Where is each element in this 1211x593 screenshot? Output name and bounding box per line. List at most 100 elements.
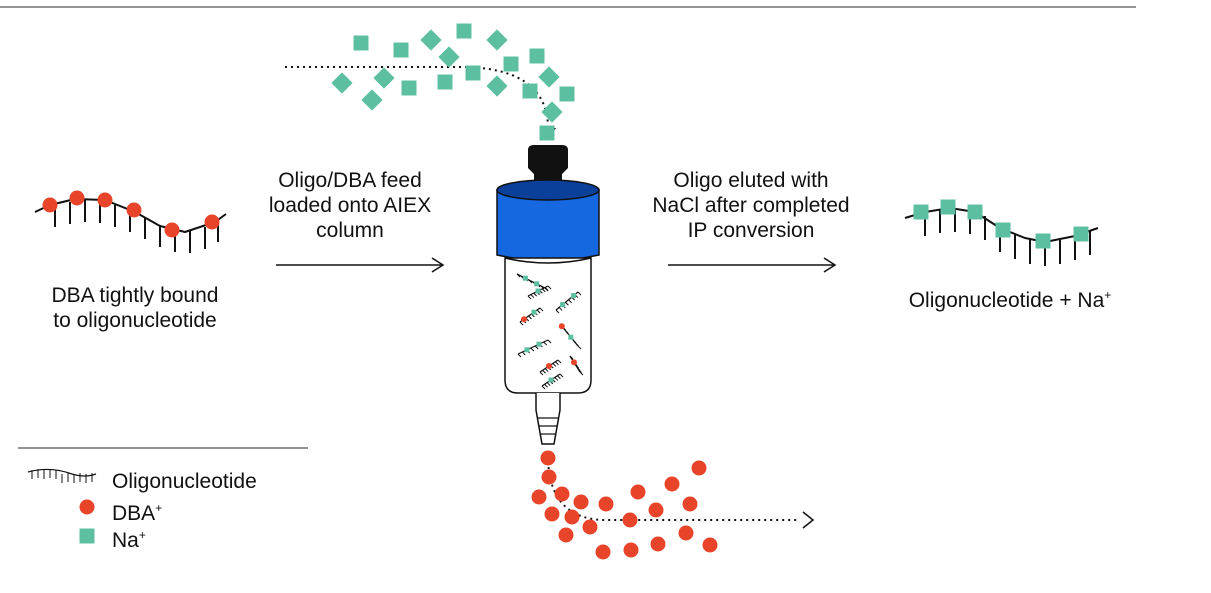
dba-circle-icon (79, 499, 95, 515)
step1-label: Oligo/DBA feed loaded onto AIEX column (250, 168, 450, 243)
mini-base (544, 383, 548, 388)
mini-base (539, 307, 544, 312)
mini-na (524, 347, 530, 353)
mini-base (575, 342, 579, 347)
mini-base (554, 377, 559, 381)
mini-base (575, 364, 580, 369)
na-ion (437, 74, 453, 90)
bound-dba (164, 222, 180, 238)
bound-dba (97, 192, 113, 208)
mini-base (547, 285, 552, 290)
dba-ion (678, 525, 694, 541)
dba-ion (554, 486, 570, 502)
dba-ion (702, 537, 718, 553)
bound-na (913, 204, 929, 220)
dba-ion (582, 519, 598, 535)
bound-na (967, 204, 983, 220)
step1-line2: loaded onto AIEX (268, 194, 432, 217)
dba-outflow-arrowhead (802, 511, 815, 529)
mini-base (557, 375, 561, 380)
bound-dba (42, 197, 58, 213)
dba-ion (664, 476, 680, 492)
dba-ion (622, 512, 638, 528)
mini-base (539, 371, 544, 376)
mini-na (531, 309, 537, 315)
mini-base (530, 294, 535, 298)
aiex-column (496, 145, 600, 445)
mini-dba (571, 359, 577, 366)
na-ion (559, 86, 575, 102)
mini-base (517, 353, 522, 358)
mini-base (555, 309, 560, 314)
mini-base (559, 373, 564, 378)
step2-line3: IP conversion (687, 219, 815, 242)
step1-arrow (276, 257, 445, 273)
mini-base (541, 288, 546, 293)
dba-ion (630, 484, 646, 500)
left-caption-line1: DBA tightly bound (51, 284, 219, 307)
column-body (504, 257, 592, 394)
mini-na (548, 377, 554, 383)
dba-ion (691, 460, 707, 476)
step2-line2: NaCl after completed (652, 194, 850, 217)
left-caption-line2: to oligonucleotide (53, 309, 217, 332)
legend-sup-dba: + (155, 501, 163, 515)
mini-dba (546, 363, 552, 369)
mini-base (572, 339, 577, 344)
dba-ion (558, 527, 574, 543)
na-ion (538, 66, 560, 88)
na-ion (503, 56, 519, 72)
mini-base (541, 385, 546, 390)
bound-dba (126, 202, 142, 218)
mini-base (530, 347, 535, 352)
mini-na (522, 275, 528, 281)
mini-base (552, 363, 557, 367)
step2-label: Oligo eluted with NaCl after completed I… (626, 168, 876, 243)
mini-base (557, 359, 562, 364)
legend-label-na: Na (112, 529, 139, 552)
dba-ion (682, 496, 698, 512)
na-square-icon (79, 528, 95, 544)
mini-base (536, 309, 541, 314)
oligo-dba-strand (34, 190, 227, 253)
na-ion (456, 23, 472, 39)
mini-na (535, 288, 541, 294)
step1-line3: column (316, 219, 384, 242)
mini-base (534, 345, 539, 350)
mini-base (565, 301, 569, 306)
mini-base (521, 351, 526, 356)
dba-ion (573, 494, 589, 510)
dba-ion (544, 506, 560, 522)
na-ion (331, 72, 353, 94)
na-ion (486, 29, 508, 51)
dba-ion (648, 502, 664, 518)
mini-na (560, 302, 566, 308)
mini-base (568, 299, 572, 304)
mini-dba (558, 323, 565, 330)
mini-base (528, 279, 533, 284)
na-ion (465, 65, 481, 81)
dba-ion (541, 469, 557, 485)
mini-base (576, 367, 581, 371)
mini-base (577, 345, 582, 350)
mini-base (528, 315, 532, 320)
mini-base (547, 339, 552, 344)
left-caption: DBA tightly bound to oligonucleotide (20, 283, 250, 333)
na-ion-cloud (331, 23, 575, 141)
dba-ion (598, 496, 614, 512)
dba-ion (540, 450, 556, 466)
mini-base (577, 291, 582, 296)
na-ion (438, 46, 460, 68)
mini-base (558, 307, 563, 311)
mini-base (579, 371, 584, 376)
na-ion (541, 101, 563, 123)
mini-base (544, 287, 549, 291)
step2-line1: Oligo eluted with (673, 169, 829, 192)
mini-base (555, 361, 559, 366)
na-ion (529, 48, 545, 64)
bound-dba (204, 214, 220, 230)
mini-na (571, 293, 577, 299)
na-ion (353, 35, 369, 51)
legend-item-dba: DBA+ (112, 496, 162, 526)
right-caption-sup: + (1104, 288, 1112, 302)
